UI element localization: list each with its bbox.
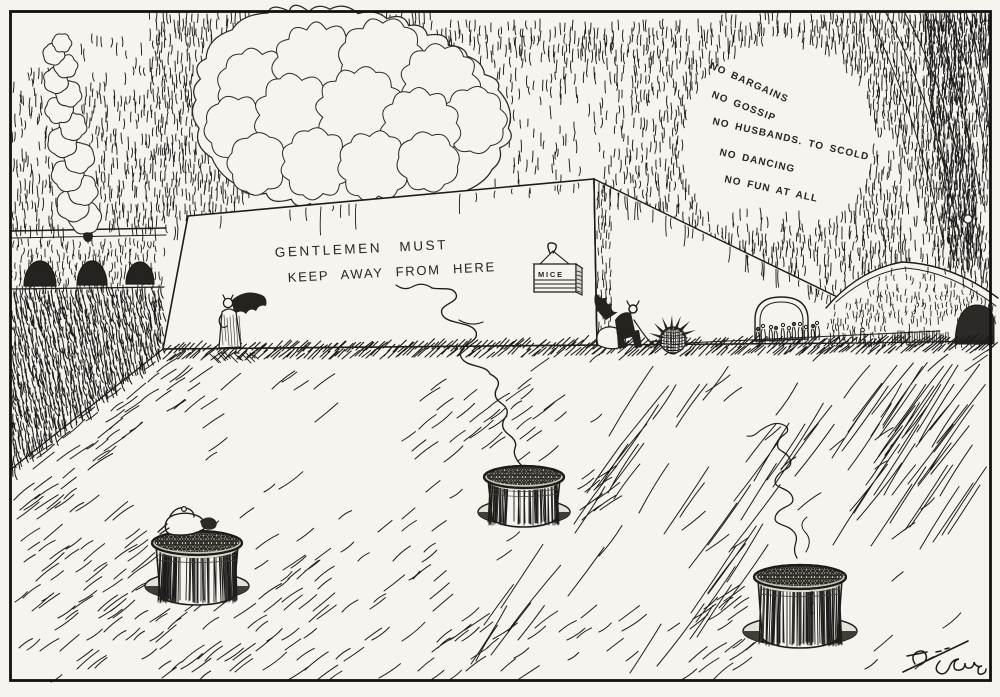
svg-text:MICE: MICE: [538, 270, 564, 279]
